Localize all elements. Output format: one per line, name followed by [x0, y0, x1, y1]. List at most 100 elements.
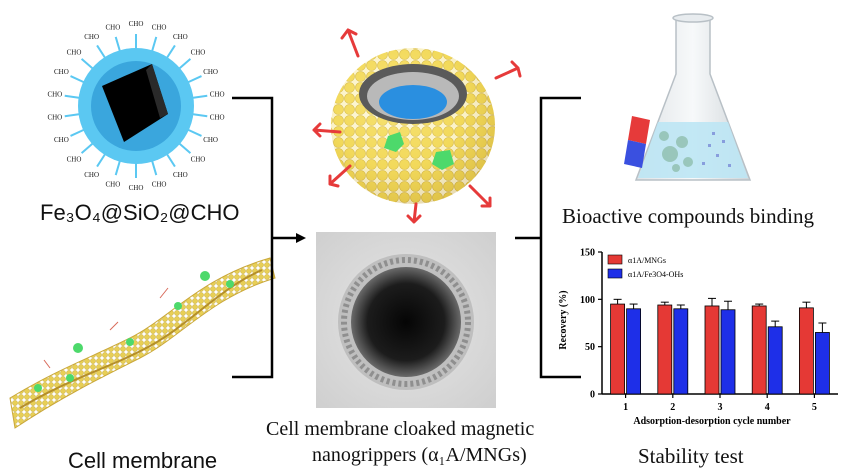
- binding-label: Bioactive compounds binding: [562, 204, 814, 228]
- cho-linker: [177, 141, 192, 154]
- right-bracket: [515, 96, 581, 379]
- x-tick-label: 4: [765, 402, 770, 413]
- bracket-line: [232, 96, 274, 379]
- cho-linker: [114, 36, 122, 53]
- membrane-protein: [66, 374, 74, 382]
- cho-label: CHO: [106, 181, 121, 189]
- cho-linker: [177, 58, 192, 71]
- mng-label-line2: nanogrippers (α₁A/MNGs): [312, 444, 527, 466]
- cho-label: CHO: [191, 48, 206, 56]
- cho-linker: [70, 128, 86, 137]
- cho-label: CHO: [54, 136, 69, 144]
- chart-bars: [610, 297, 830, 395]
- cho-linker: [114, 159, 122, 176]
- cho-linker: [150, 159, 158, 176]
- bar: [657, 304, 673, 395]
- receptor: [328, 164, 352, 188]
- receptor: [406, 202, 422, 224]
- bar: [751, 305, 767, 395]
- flask-rim: [672, 13, 714, 23]
- cho-linker: [191, 112, 208, 118]
- cho-linker: [96, 44, 107, 60]
- bracket-line: [539, 96, 581, 379]
- x-tick-label: 5: [812, 402, 817, 413]
- cho-linker: [150, 36, 158, 53]
- bar: [704, 305, 720, 395]
- cho-linker: [165, 44, 176, 60]
- chart-x-axis-label: Adsorption-desorption cycle number: [633, 416, 791, 427]
- x-tick-label: 3: [718, 402, 723, 413]
- cho-label: CHO: [173, 171, 188, 179]
- y-tick-label: 150: [580, 248, 595, 259]
- vesicle-receptors: [312, 28, 522, 224]
- cho-label: CHO: [67, 48, 82, 56]
- bar: [798, 307, 814, 395]
- membrane-protein: [73, 343, 83, 353]
- membrane-bilayer: [9, 257, 276, 429]
- tem-membrane-texture: [341, 257, 471, 387]
- cho-label: CHO: [47, 114, 62, 122]
- core-facet: [146, 64, 168, 118]
- stability-label: Stability test: [638, 444, 744, 468]
- membrane-protein: [200, 271, 210, 281]
- cell-membrane-label: Cell membrane: [68, 448, 218, 473]
- magnet-blue: [624, 140, 646, 168]
- cho-label: CHO: [47, 90, 62, 98]
- cho-label: CHO: [84, 171, 99, 179]
- flask-particles: [659, 131, 693, 172]
- cho-linker: [186, 128, 202, 137]
- legend-label: α1A/Fe3O4-OHs: [628, 270, 683, 279]
- y-tick-label: 50: [585, 342, 595, 353]
- vesicle-proteins: [384, 132, 454, 170]
- membrane-receptors: [43, 287, 169, 369]
- cho-linker: [186, 75, 202, 84]
- receptor: [312, 122, 342, 138]
- left-bracket: [232, 96, 306, 379]
- legend-swatch: [607, 268, 623, 279]
- x-tick-label: 1: [623, 402, 628, 413]
- flask-molecules: [702, 132, 731, 167]
- magnet: [624, 116, 650, 168]
- cho-label: CHO: [129, 20, 144, 28]
- cho-label: CHO: [106, 23, 121, 31]
- bar: [720, 309, 736, 395]
- membrane-proteins: [34, 271, 234, 392]
- cho-label: CHO: [84, 33, 99, 41]
- cho-label: CHO: [173, 33, 188, 41]
- bar: [814, 332, 830, 395]
- bar: [767, 326, 783, 395]
- magnet-red: [628, 116, 650, 144]
- mng-label-line1: Cell membrane cloaked magnetic: [266, 418, 535, 440]
- cho-linker: [191, 94, 208, 100]
- cho-linker: [70, 75, 86, 84]
- cho-label: CHO: [152, 181, 167, 189]
- cho-linker: [80, 58, 95, 71]
- y-tick-label: 0: [590, 390, 595, 401]
- cho-label: CHO: [129, 184, 144, 192]
- legend-label: α1A/MNGs: [628, 256, 666, 265]
- vesicle-protein: [432, 150, 454, 170]
- membrane-tail-line: [19, 269, 263, 409]
- cho-label: CHO: [152, 23, 167, 31]
- membrane-protein: [174, 302, 182, 310]
- legend-swatch: [607, 254, 623, 265]
- bar: [626, 308, 641, 395]
- bar: [673, 308, 689, 395]
- cho-label: CHO: [203, 68, 218, 76]
- receptor: [340, 28, 360, 58]
- cho-linker: [80, 141, 95, 154]
- erlenmeyer-flask: [624, 13, 752, 181]
- nanogripper-render: [312, 28, 522, 224]
- tem-micrograph: [316, 232, 496, 408]
- cho-label: CHO: [191, 156, 206, 164]
- chart-y-axis-label: Recovery (%): [558, 290, 569, 349]
- receptor: [468, 184, 492, 208]
- cho-linker: [165, 152, 176, 168]
- arrow-head: [296, 233, 306, 243]
- tem-core: [351, 267, 461, 377]
